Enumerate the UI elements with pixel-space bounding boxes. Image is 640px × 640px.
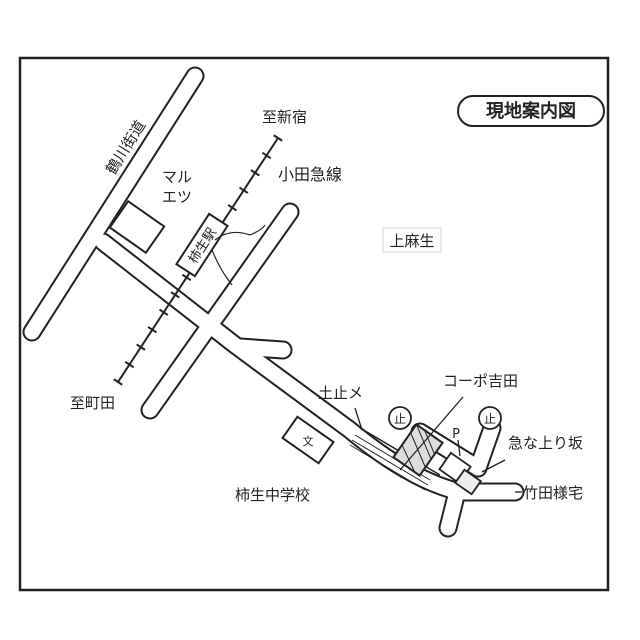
maruetsu-building xyxy=(108,199,166,255)
station-plaza-line-2 xyxy=(211,249,233,286)
stop-sign-icon xyxy=(388,406,412,430)
label-to-machida: 至町田 xyxy=(70,394,115,412)
label-kakio-junior-high: 柿生中学校 xyxy=(235,486,310,504)
railway-tick xyxy=(181,273,192,282)
label-maruetsu: マル xyxy=(162,168,192,186)
label-takeda-house: 竹田様宅 xyxy=(523,484,583,502)
label-stop-2: 止 xyxy=(484,412,496,426)
railway-tick xyxy=(238,186,249,194)
title-box xyxy=(457,95,605,127)
school-symbol: 文 xyxy=(303,434,314,448)
label-kamiasao: 上麻生 xyxy=(389,232,434,250)
station-plaza-line xyxy=(214,224,266,241)
label-stop-1: 止 xyxy=(394,412,406,426)
label-odakyu-line: 小田急線 xyxy=(278,165,342,184)
railway-tick xyxy=(261,151,272,160)
railway-tick xyxy=(113,378,123,386)
leader-lines xyxy=(354,396,522,493)
label-parking: P xyxy=(452,427,460,442)
label-maruetsu-2: エツ xyxy=(162,188,192,206)
stop-sign-icon xyxy=(478,406,502,430)
railway-tick xyxy=(170,291,180,299)
label-retaining-wall: 土止メ xyxy=(318,384,363,402)
label-to-shinjuku: 至新宿 xyxy=(262,108,307,126)
map-frame xyxy=(18,56,610,592)
railway-tick xyxy=(273,134,283,142)
railway-tick xyxy=(158,308,169,316)
label-corp-yoshida: コーポ吉田 xyxy=(443,372,518,390)
railway-tick xyxy=(124,360,135,369)
kamiasao-box xyxy=(382,227,442,253)
kakio-station-box xyxy=(175,212,229,278)
label-steep-slope: 急な上り坂 xyxy=(508,434,583,452)
map-title: 現地案内図 xyxy=(486,100,576,122)
takeda-house xyxy=(453,468,483,496)
railway-tick xyxy=(136,343,146,351)
railway-tick xyxy=(227,204,238,212)
railway-tick xyxy=(250,169,260,177)
railway-tick xyxy=(147,326,158,334)
school-building xyxy=(281,415,335,465)
